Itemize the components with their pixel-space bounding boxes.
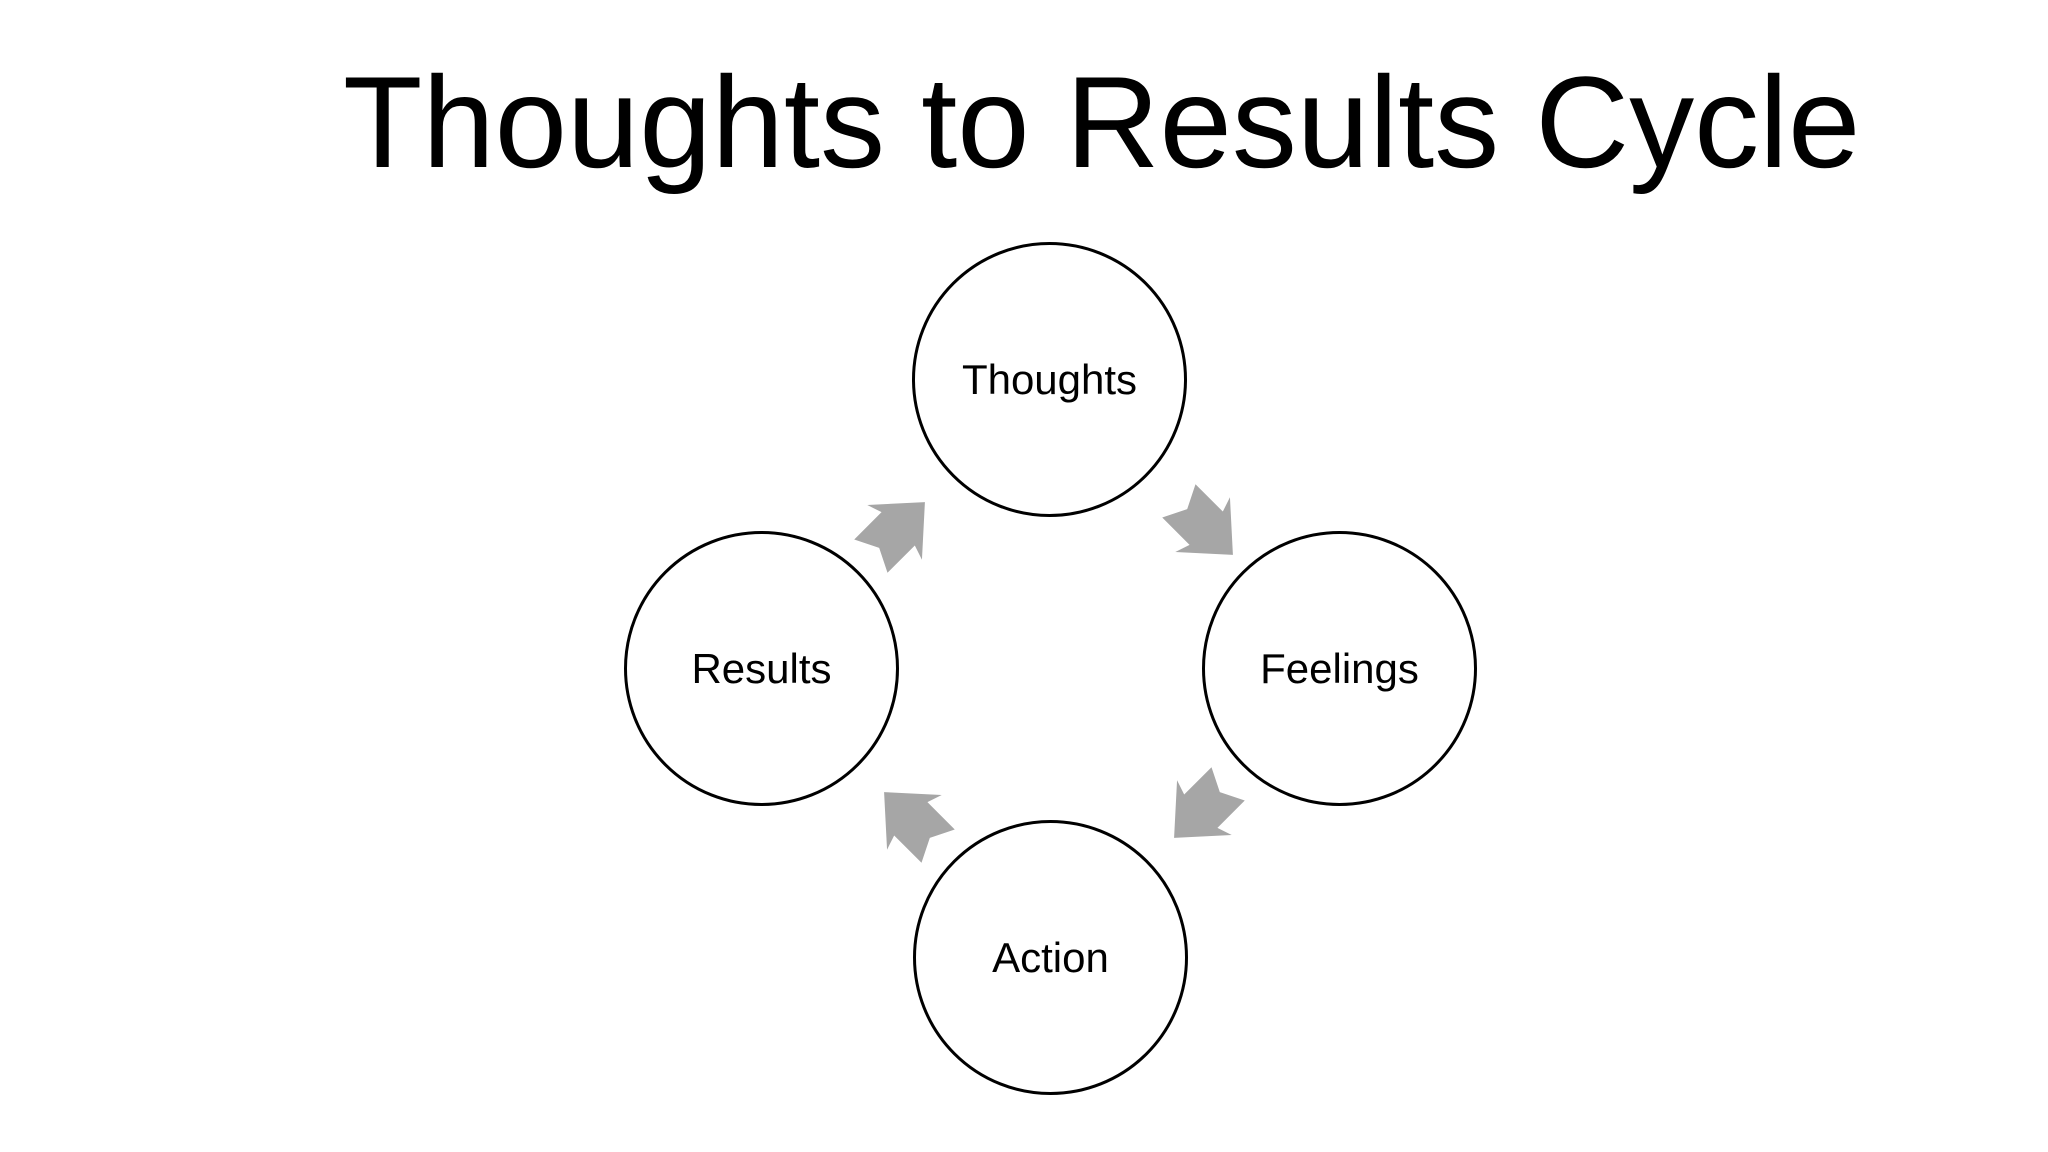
cycle-arrow-down-right-icon <box>1162 484 1233 555</box>
node-results: Results <box>624 531 899 806</box>
cycle-arrow-up-left-icon <box>884 792 955 863</box>
arrow-results-to-thoughts <box>838 471 957 590</box>
node-feelings-label: Feelings <box>1260 644 1419 692</box>
node-feelings: Feelings <box>1202 531 1477 806</box>
node-thoughts-label: Thoughts <box>961 355 1138 403</box>
cycle-arrow-down-left-icon <box>1174 767 1245 838</box>
page-title: Thoughts to Results Cycle <box>343 49 1861 195</box>
node-results-label: Results <box>691 644 832 692</box>
cycle-arrow-up-right-icon <box>854 502 925 573</box>
arrow-action-to-results <box>853 761 972 880</box>
node-action: Action <box>913 820 1188 1095</box>
node-action-label: Action <box>992 933 1109 981</box>
node-thoughts: Thoughts <box>912 242 1187 517</box>
arrow-feelings-to-action <box>1143 751 1262 870</box>
arrow-thoughts-to-feelings <box>1146 468 1265 587</box>
